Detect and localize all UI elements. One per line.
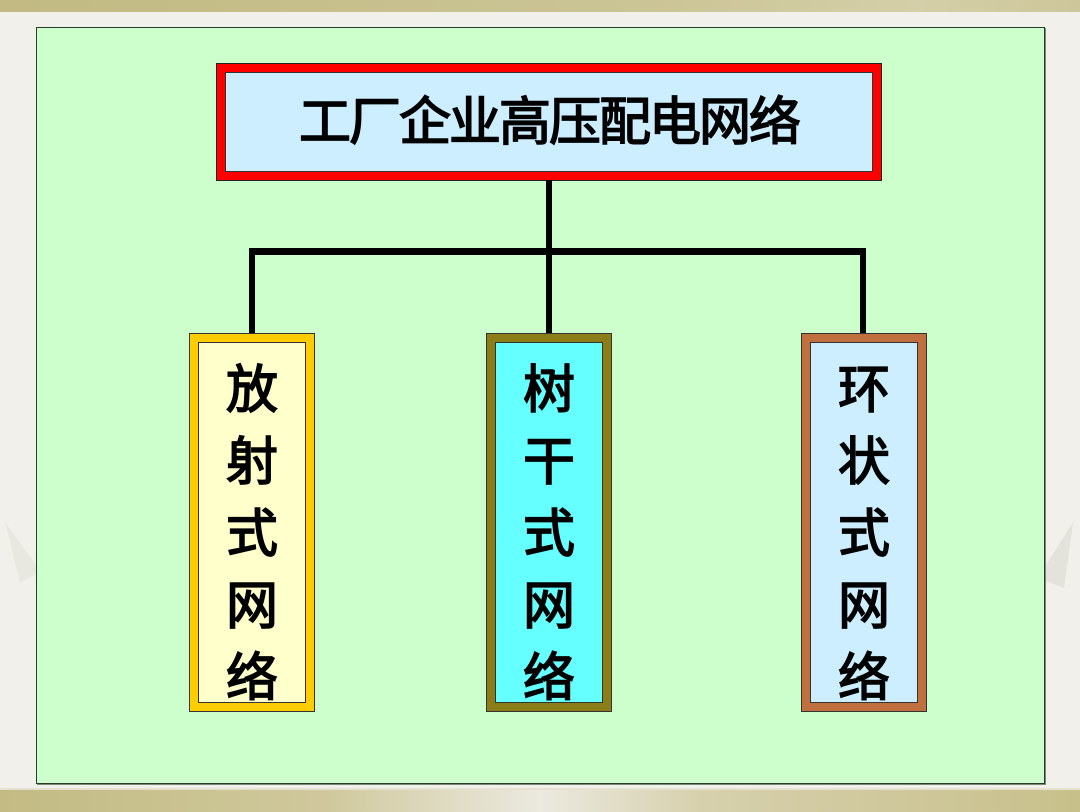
- node-radial-network-label: 放 射 式 网 络: [198, 342, 306, 709]
- node-char: 络: [522, 648, 575, 709]
- root-node-title: 工厂企业高压配电网络: [225, 72, 873, 172]
- node-char: 环: [837, 360, 890, 421]
- node-char: 网: [522, 576, 575, 637]
- node-char: 络: [837, 648, 890, 709]
- node-ring-network: 环 状 式 网 络: [801, 333, 927, 712]
- connector-middle-vertical: [546, 250, 552, 334]
- node-char: 放: [225, 360, 278, 421]
- node-char: 络: [225, 648, 278, 709]
- slide-bottom-bar: [0, 788, 1080, 812]
- connector-root-vertical: [546, 180, 552, 256]
- node-char: 树: [522, 360, 575, 421]
- node-radial-network: 放 射 式 网 络: [189, 333, 315, 712]
- node-char: 式: [837, 504, 890, 565]
- node-char: 状: [837, 432, 890, 493]
- node-char: 干: [522, 432, 575, 493]
- node-ring-network-label: 环 状 式 网 络: [810, 342, 918, 709]
- slide-top-bar: [0, 0, 1080, 12]
- node-char: 式: [522, 504, 575, 565]
- connector-horizontal-bus: [249, 248, 866, 255]
- node-trunk-network: 树 干 式 网 络: [486, 333, 612, 712]
- node-char: 射: [225, 432, 278, 493]
- node-trunk-network-label: 树 干 式 网 络: [495, 342, 603, 709]
- connector-right-vertical: [860, 250, 866, 343]
- connector-left-vertical: [249, 250, 255, 334]
- root-node-box: 工厂企业高压配电网络: [216, 63, 882, 181]
- node-char: 式: [225, 504, 278, 565]
- node-char: 网: [837, 576, 890, 637]
- node-char: 网: [225, 576, 278, 637]
